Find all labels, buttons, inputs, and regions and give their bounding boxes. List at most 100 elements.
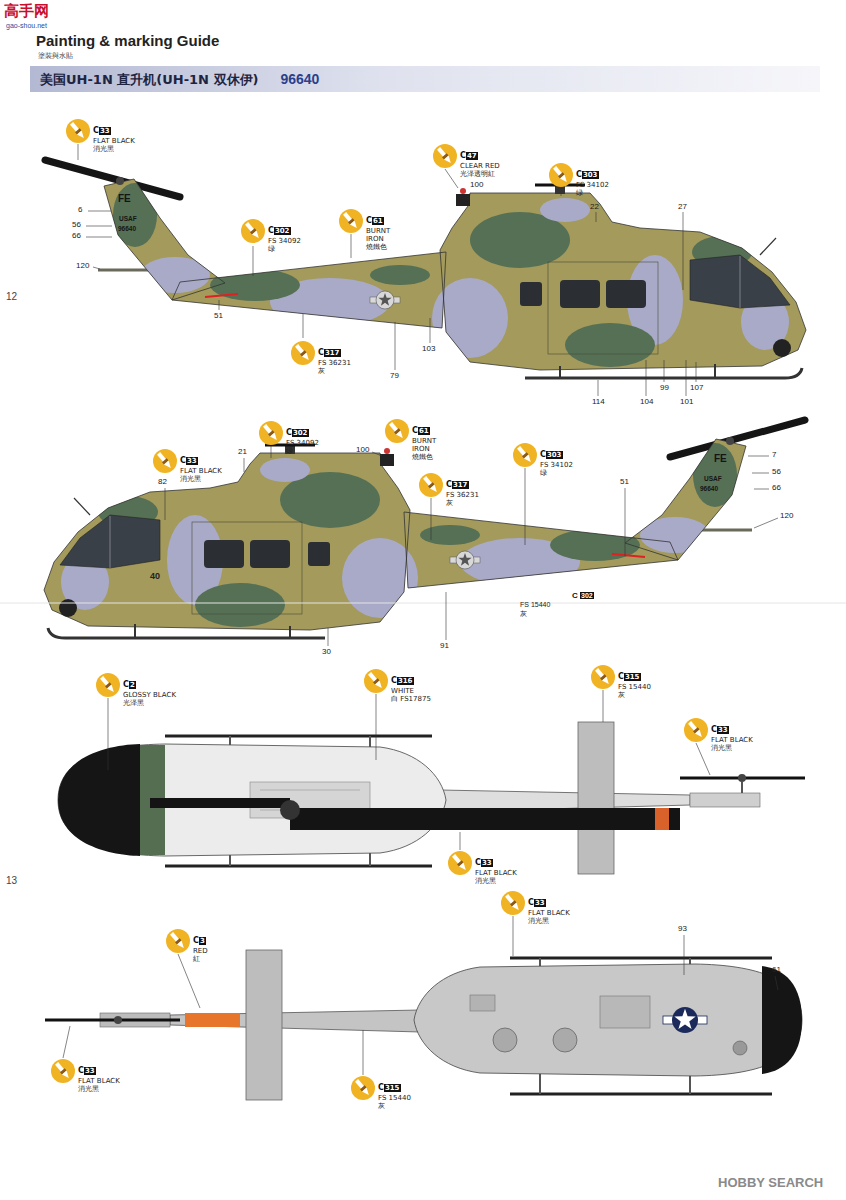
paint-callout: C61BURNTIRON燒鐵色 — [338, 208, 390, 252]
callout-number: 101 — [680, 398, 693, 406]
paint-name: FS 34092 — [268, 237, 301, 245]
brush-symbol — [367, 671, 384, 689]
paint-name: FLAT BLACK — [711, 736, 753, 744]
paint-name: 灰 — [618, 691, 651, 699]
paint-code: C302 — [286, 421, 319, 439]
paint-number: 2 — [129, 681, 136, 689]
paint-name: IRON — [412, 445, 436, 453]
paint-text: C33FLAT BLACK消光黑 — [528, 890, 570, 925]
paint-icon-disc — [385, 419, 409, 443]
paint-icon — [350, 1075, 376, 1101]
paint-text: C317FS 36231灰 — [446, 472, 479, 507]
paint-callout: C33FLAT BLACK消光黑 — [65, 118, 135, 153]
paint-text: C315FS 15440灰 — [618, 664, 651, 699]
brush-symbol — [54, 1061, 71, 1079]
tail-marking: FE — [714, 454, 727, 464]
paint-code: C303 — [576, 163, 609, 181]
paint-icon — [258, 420, 284, 446]
paint-number: 33 — [717, 726, 729, 734]
paint-prefix: C — [412, 426, 418, 435]
brush-symbol — [156, 451, 173, 469]
tail-marking: 96640 — [700, 486, 718, 493]
paint-name: 消光黑 — [180, 475, 222, 483]
paint-icon-disc — [51, 1059, 75, 1083]
paint-text: C61BURNTIRON燒鐵色 — [412, 418, 436, 462]
paint-number: 33 — [481, 859, 493, 867]
paint-name: 光泽透明紅 — [460, 170, 500, 178]
paint-number: 315 — [624, 673, 641, 681]
paint-name: FLAT BLACK — [528, 909, 570, 917]
paint-code: C302 — [268, 219, 301, 237]
paint-number: 302 — [580, 592, 594, 599]
paint-text: C2GLOSSY BLACK光泽黑 — [123, 672, 176, 707]
paint-text: C47CLEAR RED光泽透明紅 — [460, 143, 500, 178]
paint-name: 消光黑 — [528, 917, 570, 925]
paint-callout: C33FLAT BLACK消光黑 — [683, 717, 753, 752]
callout-number: 6 — [78, 206, 82, 214]
paint-icon — [500, 890, 526, 916]
paint-callout: C61BURNTIRON燒鐵色 — [384, 418, 436, 462]
paint-name: 消光黑 — [93, 145, 135, 153]
paint-icon-disc — [419, 473, 443, 497]
paint-prefix: C — [576, 170, 582, 179]
paint-icon-disc — [684, 718, 708, 742]
callout-number: 82 — [158, 478, 167, 486]
page-join — [0, 603, 846, 604]
paint-name: IRON — [366, 235, 390, 243]
paint-code: C61 — [366, 209, 390, 227]
paint-text: C33FLAT BLACK消光黑 — [93, 118, 135, 153]
callout-number: 103 — [422, 345, 435, 353]
callout-number: 100 — [356, 446, 369, 454]
brush-symbol — [169, 931, 186, 949]
callout-number: 79 — [390, 372, 399, 380]
paint-icon-disc — [166, 929, 190, 953]
paint-code: C315 — [378, 1076, 411, 1094]
callout-number: 66 — [772, 484, 781, 492]
paint-name: WHITE — [391, 687, 431, 695]
tail-marking: FE — [118, 194, 131, 204]
paint-text: C61BURNTIRON燒鐵色 — [366, 208, 390, 252]
paint-icon-disc — [291, 341, 315, 365]
paint-icon — [683, 717, 709, 743]
paint-text: C303FS 34102绿 — [576, 162, 609, 197]
paint-icon — [240, 218, 266, 244]
paint-icon — [418, 472, 444, 498]
paint-code: C317 — [446, 473, 479, 491]
paint-prefix: C — [268, 226, 274, 235]
paint-name: FS 34092 — [286, 439, 319, 447]
paint-code: C33 — [711, 718, 753, 736]
paint-icon-disc — [501, 891, 525, 915]
callout-number: 7 — [772, 451, 776, 459]
paint-icon — [165, 928, 191, 954]
paint-icon-disc — [153, 449, 177, 473]
top-view — [58, 722, 805, 874]
paint-name: FS 15440 — [520, 601, 550, 608]
callout-number: 30 — [322, 648, 331, 656]
watermark: gao-shou.net — [6, 22, 47, 29]
paint-callout: C2GLOSSY BLACK光泽黑 — [95, 672, 176, 707]
paint-name: 绿 — [268, 245, 301, 253]
leader-lines — [63, 144, 778, 1075]
brush-symbol — [294, 343, 311, 361]
paint-name: 绿 — [540, 469, 573, 477]
paint-prefix: C — [460, 151, 466, 160]
paint-text: C302FS 34092绿 — [286, 420, 319, 455]
paint-number: 33 — [186, 457, 198, 465]
paint-number: 316 — [397, 677, 414, 685]
paint-name: BURNT — [366, 227, 390, 235]
paint-number: 47 — [466, 152, 478, 160]
paint-icon — [338, 208, 364, 234]
paint-text: C33FLAT BLACK消光黑 — [180, 448, 222, 483]
paint-callout: C317FS 36231灰 — [418, 472, 479, 507]
brush-symbol — [99, 675, 116, 693]
paint-number: 3 — [199, 937, 206, 945]
paint-text: C3RED紅 — [193, 928, 208, 963]
paint-name: FS 36231 — [446, 491, 479, 499]
paint-number: 317 — [324, 349, 341, 357]
paint-callout: C303FS 34102绿 — [548, 162, 609, 197]
paint-code: C33 — [78, 1059, 120, 1077]
paint-number: 61 — [372, 217, 384, 225]
paint-code: C33 — [93, 119, 135, 137]
paint-icon — [512, 442, 538, 468]
